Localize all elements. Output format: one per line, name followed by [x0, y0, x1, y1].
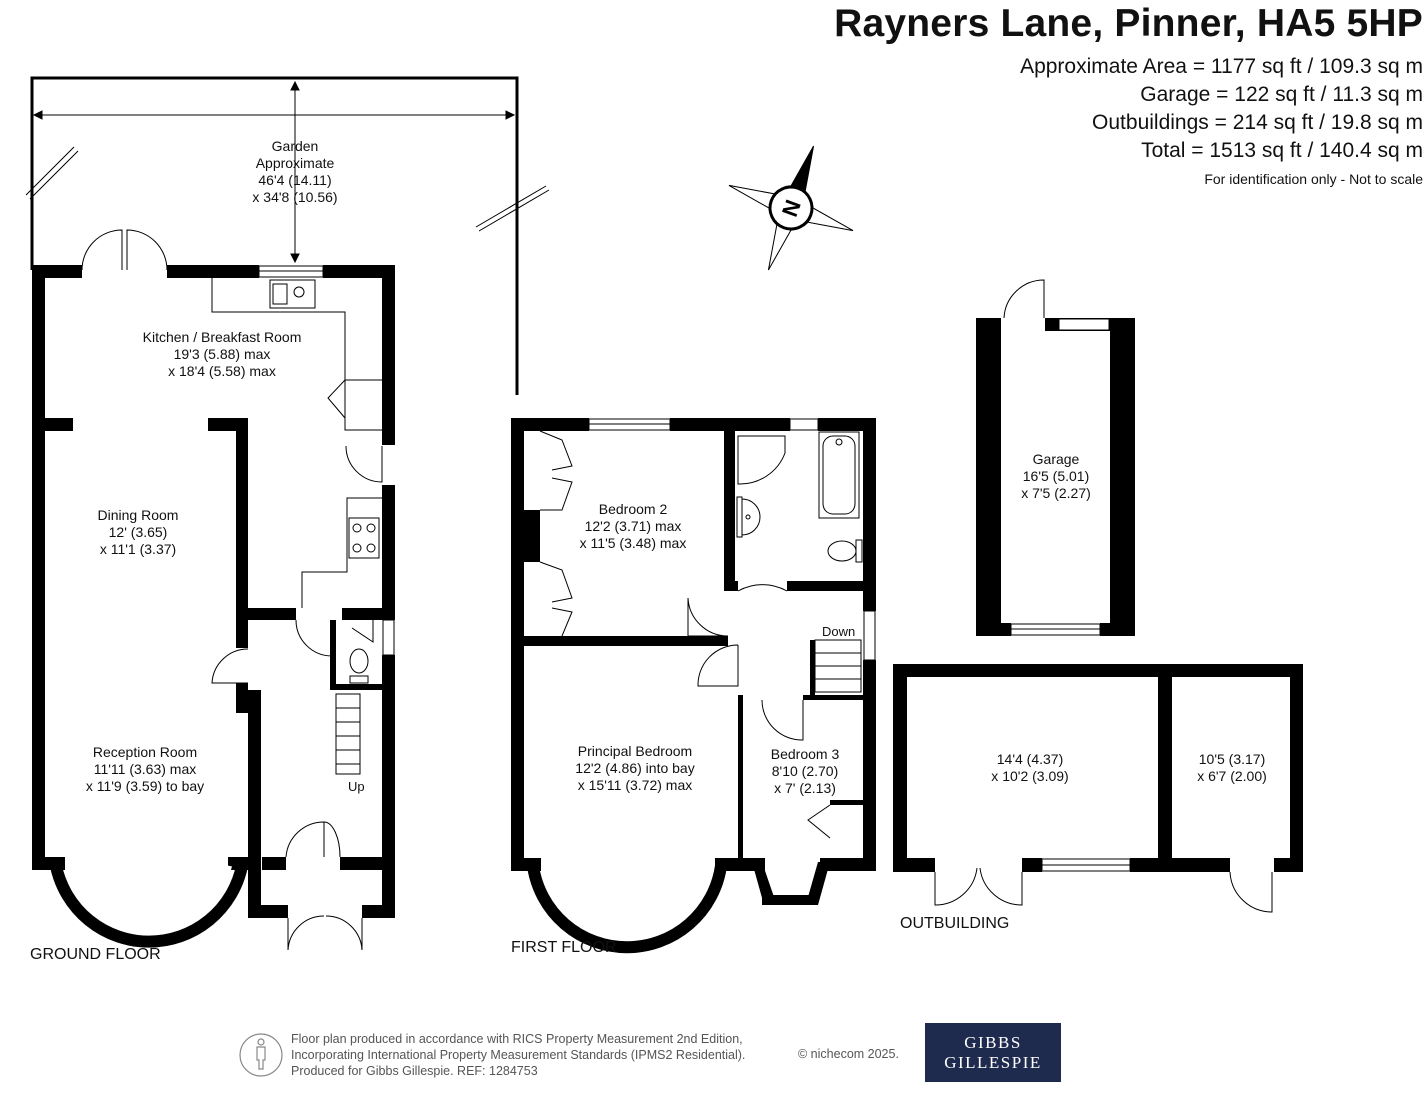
outbuilding1-width: x 10'2 (3.09) — [991, 768, 1069, 784]
bedroom3-bay-window — [752, 862, 830, 905]
garden-boundary — [30, 76, 519, 395]
garage-label: Garage 16'5 (5.01) x 7'5 (2.27) — [1021, 451, 1091, 502]
garage-width: x 7'5 (2.27) — [1021, 485, 1091, 501]
first-floor-windows — [588, 418, 876, 661]
garden-label: Garden Approximate 46'4 (14.11) x 34'8 (… — [252, 138, 337, 206]
bedroom3-length: 8'10 (2.70) — [771, 763, 839, 779]
garden-name: Garden — [271, 138, 319, 154]
bedroom-3-label: Bedroom 3 8'10 (2.70) x 7' (2.13) — [771, 746, 839, 797]
reception-room-label: Reception Room 11'11 (3.63) max x 11'9 (… — [86, 744, 204, 795]
bedroom3-width: x 7' (2.13) — [774, 780, 836, 796]
copyright: © nichecom 2025. — [798, 1047, 899, 1061]
outbuilding-label: OUTBUILDING — [900, 915, 1010, 932]
garden-break-marks — [25, 146, 550, 232]
outbuilding2-width: x 6'7 (2.00) — [1197, 768, 1267, 784]
bedroom2-name: Bedroom 2 — [598, 501, 668, 517]
garage-area: Garage = 122 sq ft / 11.3 sq m — [1140, 83, 1423, 106]
first-floor-walls — [511, 418, 876, 871]
logo-line-1: GIBBS — [964, 1033, 1022, 1052]
garage-name: Garage — [1032, 451, 1080, 467]
principal-name: Principal Bedroom — [577, 743, 693, 759]
principal-length: 12'2 (4.86) into bay — [575, 760, 695, 776]
garden-approx: Approximate — [255, 155, 335, 171]
footer-line-2: Incorporating International Property Mea… — [291, 1048, 746, 1062]
page-title: Rayners Lane, Pinner, HA5 5HP — [834, 2, 1423, 45]
disclaimer: For identification only - Not to scale — [1204, 171, 1423, 187]
approximate-area: Approximate Area = 1177 sq ft / 109.3 sq… — [1020, 55, 1423, 78]
logo-line-2: GILLESPIE — [944, 1053, 1042, 1072]
ground-floor-fixtures — [81, 229, 383, 951]
bedroom2-length: 12'2 (3.71) max — [584, 518, 682, 534]
footer-line-3: Produced for Gibbs Gillespie. REF: 12847… — [291, 1064, 538, 1078]
first-floor-fixtures — [539, 430, 863, 839]
total-area: Total = 1513 sq ft / 140.4 sq m — [1141, 139, 1423, 162]
accessibility-person-icon — [239, 1033, 283, 1077]
footer-line-1: Floor plan produced in accordance with R… — [291, 1032, 743, 1046]
kitchen-length: 19'3 (5.88) max — [173, 346, 271, 362]
dining-room-label: Dining Room 12' (3.65) x 11'1 (3.37) — [98, 507, 179, 558]
garden-width: x 34'8 (10.56) — [252, 189, 338, 205]
reception-width: x 11'9 (3.59) to bay — [85, 778, 205, 794]
bedroom-2-label: Bedroom 2 12'2 (3.71) max x 11'5 (3.48) … — [580, 501, 687, 552]
bedroom3-name: Bedroom 3 — [770, 746, 840, 762]
reception-length: 11'11 (3.63) max — [93, 761, 197, 777]
ground-floor-walls — [32, 265, 395, 918]
footer-notes: Floor plan produced in accordance with R… — [291, 1031, 745, 1079]
outbuilding2-length: 10'5 (3.17) — [1198, 751, 1266, 767]
garden-length: 46'4 (14.11) — [258, 172, 332, 188]
garage-length: 16'5 (5.01) — [1022, 468, 1090, 484]
reception-name: Reception Room — [92, 744, 198, 760]
outbuilding-windows — [934, 858, 1273, 913]
compass-rose — [728, 145, 854, 271]
garden-dimension-arrows — [32, 80, 516, 264]
ground-floor-label: GROUND FLOOR — [30, 946, 161, 963]
stairs-down-label: Down — [822, 624, 856, 639]
gibbs-gillespie-logo: GIBBS GILLESPIE — [925, 1023, 1061, 1082]
kitchen-name: Kitchen / Breakfast Room — [142, 329, 302, 345]
dining-name: Dining Room — [97, 507, 179, 523]
principal-bay-window — [527, 865, 727, 954]
ground-floor-windows — [258, 265, 395, 656]
stairs-up-label: Up — [348, 779, 365, 794]
first-floor-label: FIRST FLOOR — [511, 939, 617, 956]
reception-bay-window — [50, 864, 248, 948]
outbuilding-walls — [893, 664, 1303, 872]
outbuilding1-length: 14'4 (4.37) — [996, 751, 1064, 767]
kitchen-label: Kitchen / Breakfast Room 19'3 (5.88) max… — [143, 329, 302, 380]
principal-bedroom-label: Principal Bedroom 12'2 (4.86) into bay x… — [575, 743, 694, 794]
principal-width: x 15'11 (3.72) max — [577, 777, 693, 793]
outbuildings-area: Outbuildings = 214 sq ft / 19.8 sq m — [1092, 111, 1423, 134]
dining-width: x 11'1 (3.37) — [99, 541, 177, 557]
bedroom2-width: x 11'5 (3.48) max — [579, 535, 687, 551]
dining-length: 12' (3.65) — [108, 524, 168, 540]
garage-windows — [1003, 279, 1110, 636]
outbuilding-room-2-label: 10'5 (3.17) x 6'7 (2.00) — [1197, 751, 1267, 785]
outbuilding-room-1-label: 14'4 (4.37) x 10'2 (3.09) — [991, 751, 1068, 785]
kitchen-width: x 18'4 (5.58) max — [168, 363, 276, 379]
